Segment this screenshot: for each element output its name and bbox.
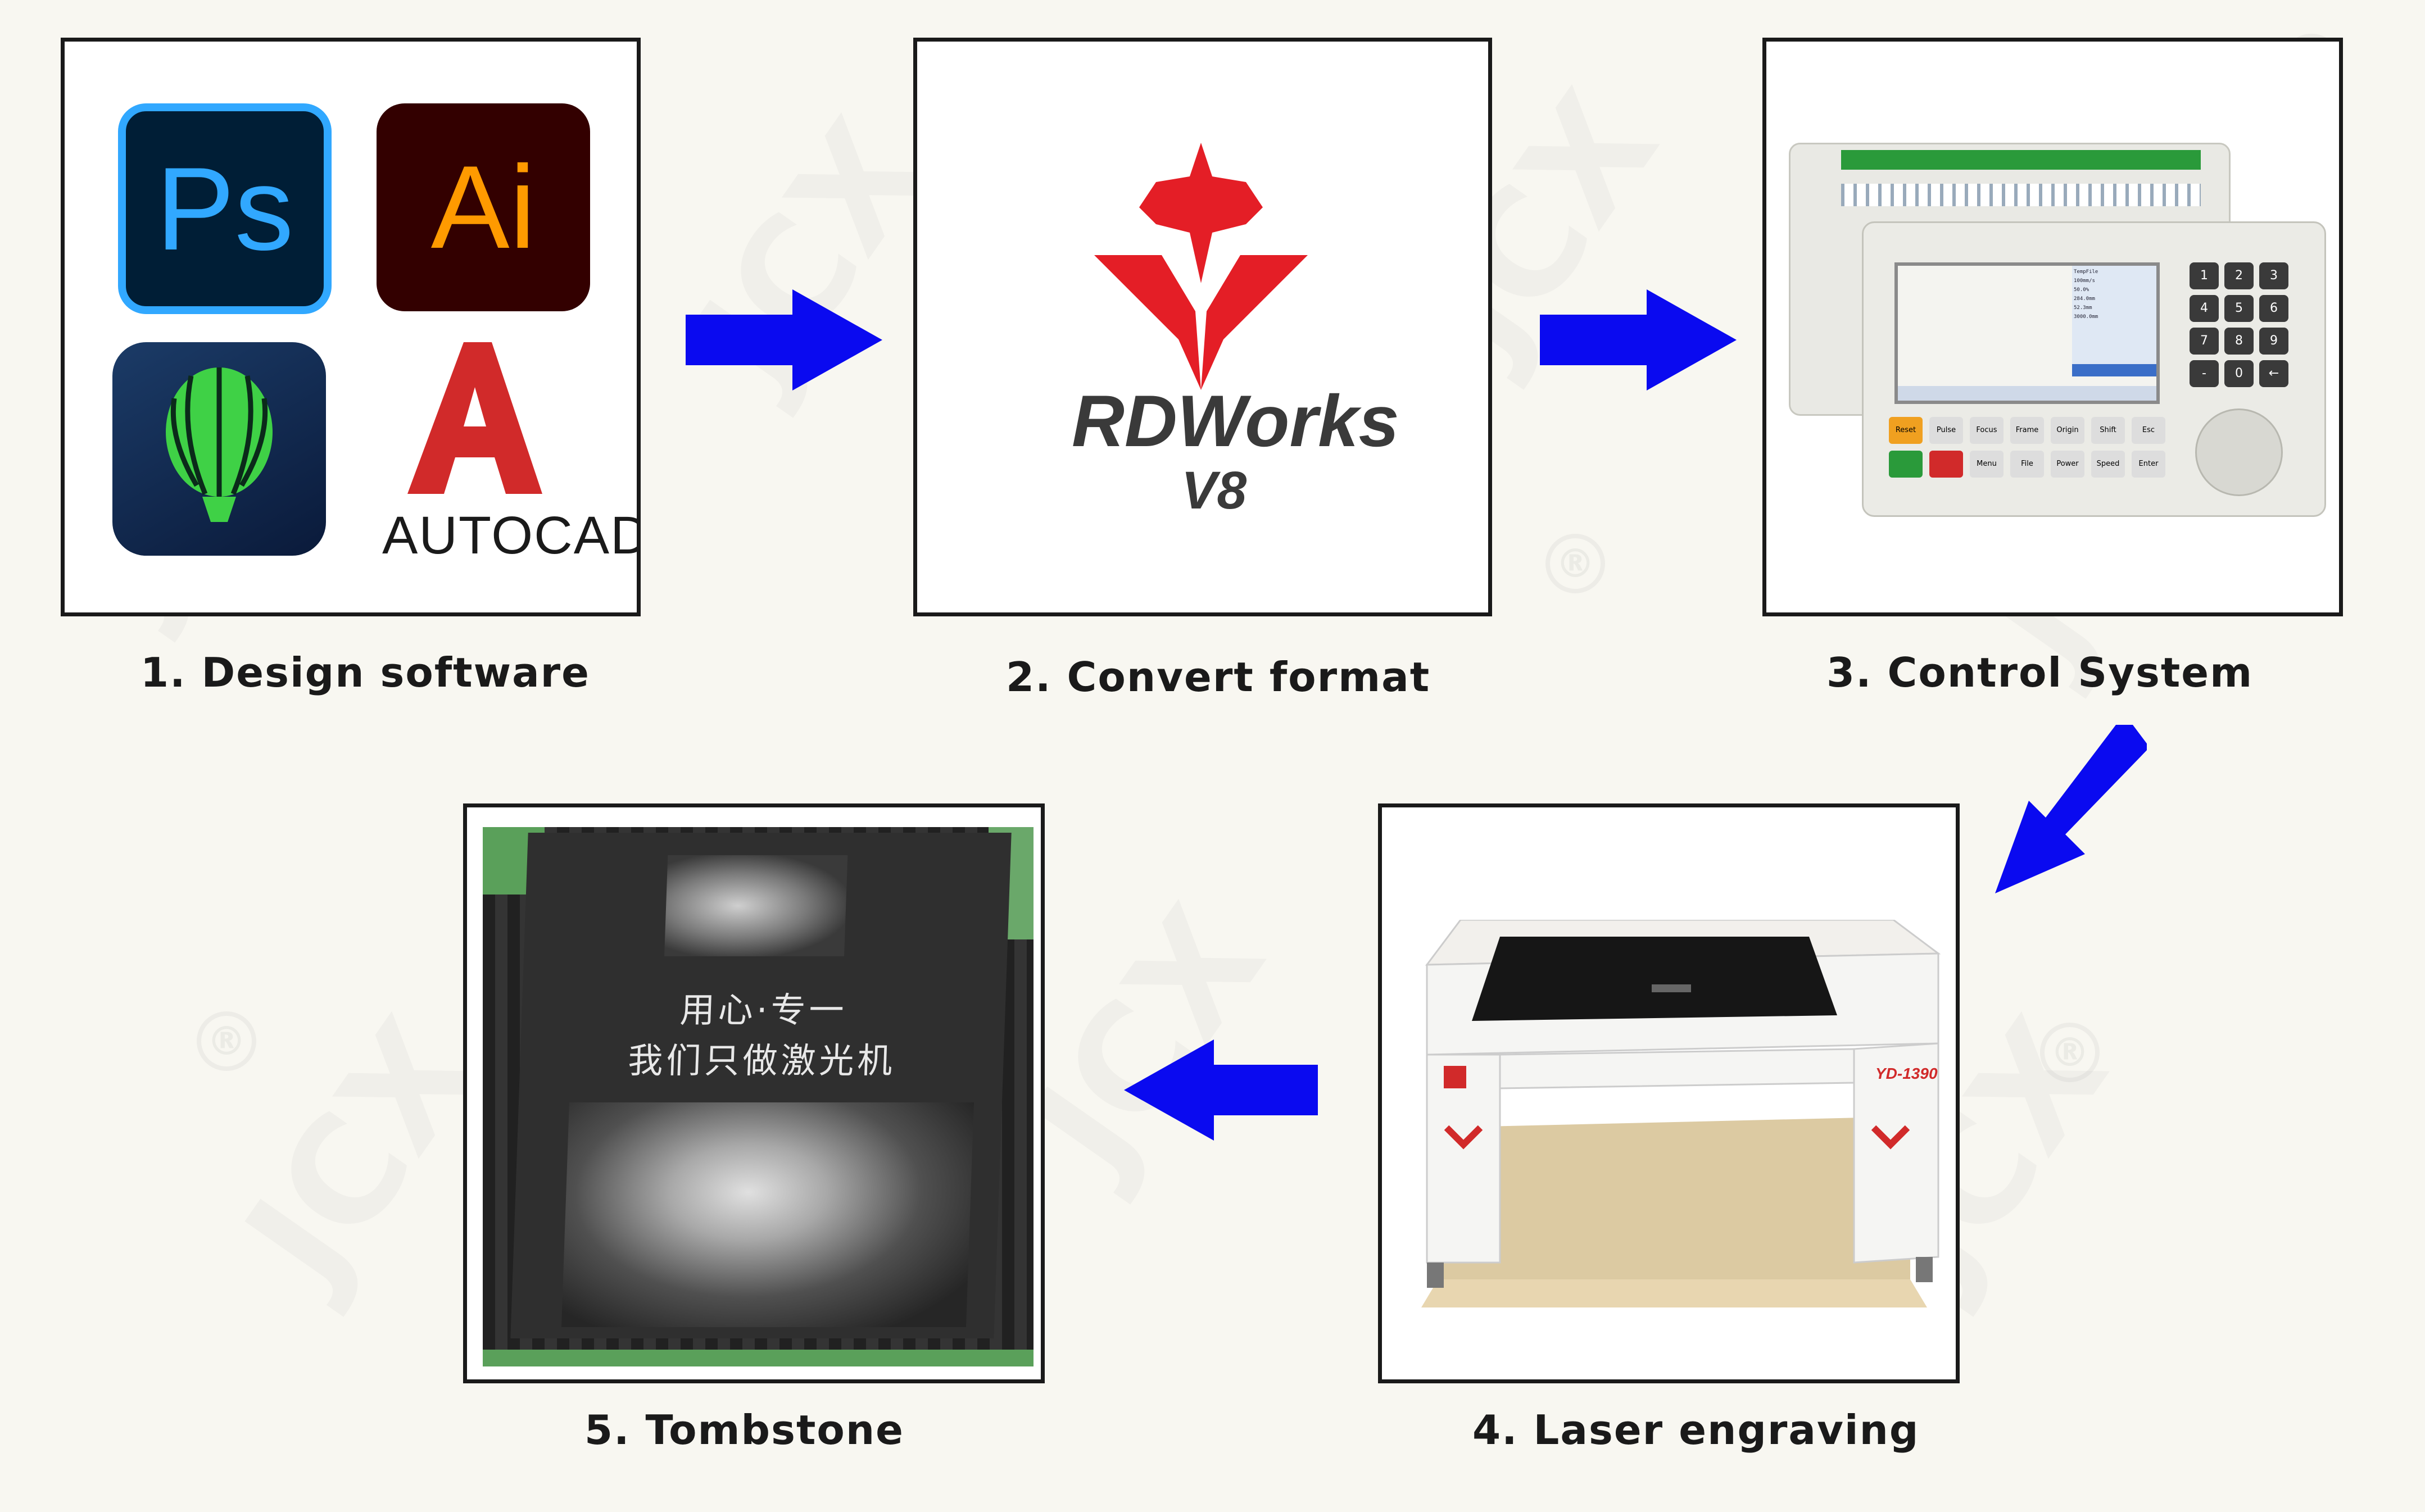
frame-button[interactable]: Frame bbox=[2010, 417, 2044, 444]
stop-button[interactable] bbox=[1929, 451, 1963, 478]
portrait-top-image bbox=[664, 855, 848, 956]
design-software-panel: Ps Ai AUTOCAD bbox=[61, 38, 641, 616]
screen-value: TempFile bbox=[2074, 269, 2098, 275]
control-system-panel: TempFile 100mm/s 50.0% 284.0mm 52.3mm 30… bbox=[1762, 38, 2343, 616]
start-pause-button[interactable] bbox=[1889, 451, 1923, 478]
direction-pad-icon[interactable] bbox=[2195, 408, 2283, 496]
illustrator-icon: Ai bbox=[377, 103, 590, 311]
focus-button[interactable]: Focus bbox=[1970, 417, 2004, 444]
key[interactable]: 9 bbox=[2259, 328, 2288, 355]
speed-button[interactable]: Speed bbox=[2091, 451, 2125, 478]
rdworks-title: RDWorks bbox=[1072, 380, 1399, 462]
tombstone-panel: 用心·专一 我们只做激光机 bbox=[463, 803, 1045, 1383]
screen-value: 3000.0mm bbox=[2074, 314, 2098, 320]
rdworks-logo-icon bbox=[1094, 143, 1308, 418]
laser-machine-image: YD-1390 bbox=[1404, 919, 1944, 1313]
registered-mark: ® bbox=[1545, 534, 1605, 593]
photoshop-icon: Ps bbox=[118, 103, 332, 314]
key[interactable]: 6 bbox=[2259, 295, 2288, 322]
key[interactable]: 4 bbox=[2190, 295, 2219, 322]
esc-button[interactable]: Esc bbox=[2132, 417, 2165, 444]
autocad-icon bbox=[402, 342, 548, 494]
shift-button[interactable]: Shift bbox=[2091, 417, 2125, 444]
tombstone-photo: 用心·专一 我们只做激光机 bbox=[483, 827, 1034, 1366]
rdworks-version: V8 bbox=[1181, 461, 1247, 520]
reset-button[interactable]: Reset bbox=[1889, 417, 1923, 444]
key[interactable]: 7 bbox=[2190, 328, 2219, 355]
illustrator-label: Ai bbox=[430, 141, 536, 273]
tombstone-line-2: 我们只做激光机 bbox=[627, 1040, 896, 1081]
key[interactable]: 3 bbox=[2259, 262, 2288, 289]
key[interactable]: 5 bbox=[2224, 295, 2254, 322]
pulse-button[interactable]: Pulse bbox=[1929, 417, 1963, 444]
step-5-caption: 5. Tombstone bbox=[584, 1406, 904, 1454]
screen-value: 52.3mm bbox=[2074, 305, 2092, 311]
laser-engraving-panel: YD-1390 bbox=[1378, 803, 1960, 1383]
lcd-screen: TempFile 100mm/s 50.0% 284.0mm 52.3mm 30… bbox=[1894, 262, 2160, 404]
screen-value: 284.0mm bbox=[2074, 296, 2095, 302]
key[interactable]: - bbox=[2190, 360, 2219, 387]
enter-button[interactable]: Enter bbox=[2132, 451, 2165, 478]
origin-button[interactable]: Origin bbox=[2051, 417, 2084, 444]
step-4-caption: 4. Laser engraving bbox=[1472, 1406, 1920, 1454]
numeric-keypad: 1 2 3 4 5 6 7 8 9 - 0 ← bbox=[2190, 262, 2291, 387]
step-1-caption: 1. Design software bbox=[140, 649, 591, 696]
machine-model-label: YD-1390 bbox=[1875, 1065, 1938, 1082]
power-button[interactable]: Power bbox=[2051, 451, 2084, 478]
key[interactable]: 8 bbox=[2224, 328, 2254, 355]
registered-mark: ® bbox=[197, 1011, 256, 1071]
registered-mark: ® bbox=[2040, 1023, 2100, 1082]
screen-value: 50.0% bbox=[2074, 287, 2089, 293]
flow-arrow-right bbox=[1540, 289, 1737, 391]
flow-arrow-down-left bbox=[1995, 725, 2147, 893]
step-3-caption: 3. Control System bbox=[1826, 649, 2254, 696]
function-buttons: Reset Pulse Focus Frame Origin Shift Esc… bbox=[1889, 417, 2181, 478]
control-panel-device: TempFile 100mm/s 50.0% 284.0mm 52.3mm 30… bbox=[1862, 221, 2326, 517]
coreldraw-icon bbox=[112, 342, 326, 556]
tombstone-line-1: 用心·专一 bbox=[679, 989, 848, 1030]
rdworks-panel: RDWorks V8 bbox=[913, 38, 1492, 616]
menu-button[interactable]: Menu bbox=[1970, 451, 2004, 478]
key[interactable]: 2 bbox=[2224, 262, 2254, 289]
step-2-caption: 2. Convert format bbox=[1006, 653, 1431, 701]
autocad-label: AUTOCAD bbox=[382, 506, 641, 565]
portrait-main-image bbox=[561, 1102, 974, 1327]
key[interactable]: 1 bbox=[2190, 262, 2219, 289]
granite-slab: 用心·专一 我们只做激光机 bbox=[510, 833, 1012, 1338]
key[interactable]: ← bbox=[2259, 360, 2288, 387]
screen-value: 100mm/s bbox=[2074, 278, 2095, 284]
file-button[interactable]: File bbox=[2010, 451, 2044, 478]
key[interactable]: 0 bbox=[2224, 360, 2254, 387]
flow-arrow-right bbox=[686, 289, 882, 391]
photoshop-label: Ps bbox=[156, 142, 294, 275]
flow-arrow-left bbox=[1124, 1039, 1318, 1141]
